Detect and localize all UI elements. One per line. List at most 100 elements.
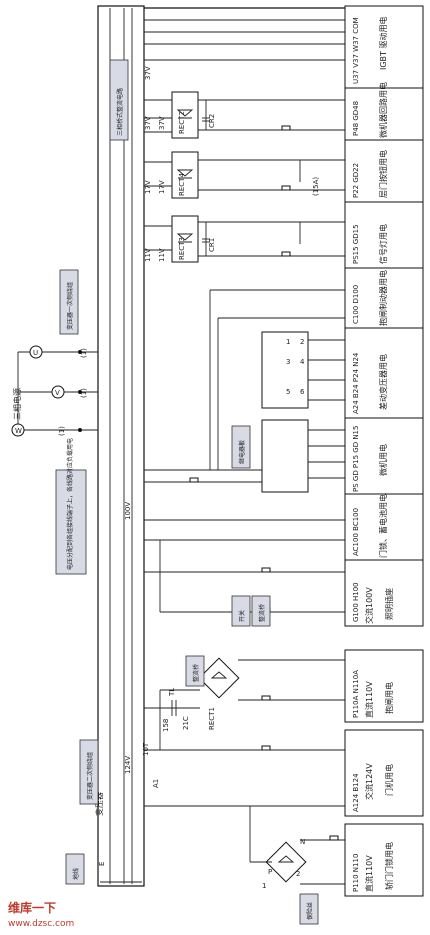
fuse-15a-label: (15A) [312, 177, 320, 196]
group-desc: 门机用电 [384, 764, 394, 796]
group-terminals: A124 B124 [352, 773, 360, 812]
group-terminals: P48 GD48 [352, 101, 360, 136]
callout-primary-text: 变压器一次侧绕组 [66, 282, 74, 330]
c21-label: 21C [182, 716, 190, 730]
group-terminals: AC100 BC100 [352, 508, 360, 556]
phase-v: V (1) [51, 385, 88, 399]
bus-label: 17V [158, 180, 166, 194]
cr2-label: CR2 [208, 114, 216, 128]
phase-w-mark: (1) [58, 426, 66, 436]
bus-label: 37V [144, 116, 152, 130]
rect4-label: RECT4 [178, 173, 186, 196]
bus-label: 37V [158, 116, 166, 130]
callout-bridge-1-text: 整流桥 [192, 664, 200, 682]
transformer-label: 变压器 [94, 792, 104, 816]
group-7: AC100 BC100 门锁、蓄电池用电 [352, 494, 388, 558]
callout-secondary-text: 变压器二次侧绕组 [86, 752, 94, 800]
callout-bridge-2-text: 整流桥 [258, 604, 266, 622]
group-terminals: PS GD P15 GD N15 [352, 426, 360, 492]
p-label: P [268, 868, 272, 876]
group-6: PS GD P15 GD N15 微机用电 [352, 426, 388, 492]
group-0: U37 V37 W37 COM IGBT 驱动用电 [352, 17, 388, 84]
group-terminals: A24 B24 P24 N24 [352, 352, 360, 414]
t10-label: 10T [142, 742, 150, 756]
bridge-bottom [144, 805, 345, 885]
callout-relay-text: 继电器板 [238, 440, 246, 464]
rect1-label: RECT1 [208, 707, 216, 730]
callout-three-phase-text: 三相桥式整流电路 [116, 88, 124, 136]
phase-w-letter: W [15, 427, 22, 435]
group-1: P48 GD48 微机器回路用电 [352, 82, 388, 138]
one-label: 1 [262, 882, 266, 890]
group-3: PS15 GD15 信号灯用电 [352, 224, 388, 264]
c158-label: 158 [162, 719, 170, 732]
phase-u-mark: (1) [80, 348, 88, 358]
relay-board-bottom [144, 419, 345, 493]
bus-label: 11V [144, 248, 152, 262]
group-sub: 直流110V [364, 681, 374, 718]
relay-pin: 6 [300, 388, 305, 396]
rect3-block [144, 215, 345, 263]
group-desc: 信号灯用电 [378, 224, 388, 264]
group-5: A24 B24 P24 N24 差动变压器用电 [352, 352, 388, 414]
group-sub: 交流100V [364, 587, 374, 624]
secondary-bus [144, 7, 345, 61]
bus-label-group: 37V 37V 37V 17V 17V 11V 11V [144, 66, 166, 262]
callout-secondary: 变压器二次侧绕组 [79, 739, 99, 805]
bus-label: 11V [158, 248, 166, 262]
cr1-label: CR1 [208, 238, 216, 252]
rect2-label: RECT2 [178, 111, 186, 134]
rect3-label: RECT3 [178, 237, 186, 260]
group-desc: 门锁、蓄电池用电 [378, 494, 388, 558]
group-desc: 抱闸用电 [384, 682, 394, 714]
group-desc: 层门按钮用电 [378, 150, 388, 198]
group-terminals: G100 H100 [352, 582, 360, 622]
group-desc: 差动变压器用电 [378, 354, 388, 410]
callout-ground: 地线 [65, 853, 85, 885]
callout-ground-text: 地线 [72, 868, 80, 880]
group-terminals: P22 GD22 [352, 163, 360, 198]
group-sub: 交流124V [364, 763, 374, 800]
phase-v-mark: (1) [80, 388, 88, 398]
group-11: P110 N110 直流110V 轿门门锁用电 [352, 842, 394, 892]
bus-label: 37V [144, 66, 152, 80]
callout-fuse-text: 保险丝 [306, 902, 314, 920]
group-desc: 微机用电 [378, 444, 388, 476]
group-terminals: C100 D100 [352, 285, 360, 324]
relay-board-top [209, 289, 345, 470]
tl-label: TL [168, 688, 176, 697]
relay-pin: 4 [300, 358, 305, 366]
group-terminals: P110 N110 [352, 854, 360, 892]
callout-switch-text: 开关 [238, 610, 246, 622]
group-desc: 照明插座 [384, 588, 394, 620]
relay-pin: 2 [300, 338, 304, 346]
two-label: 2 [296, 870, 300, 878]
watermark-brand: 维库一下 [8, 900, 56, 915]
phase-w: W (1) [11, 423, 66, 437]
group-sub: 直流110V [364, 855, 374, 892]
group-terminals: PS15 GD15 [352, 224, 360, 264]
group-terminals: P110A N110A [352, 670, 360, 718]
group-desc: 轿门门锁用电 [384, 842, 394, 890]
ground-terminal: E [98, 862, 106, 866]
rect2-block [144, 91, 345, 139]
relay-pin: 5 [286, 388, 290, 396]
callout-switch: 开关 [231, 595, 251, 627]
callout-power-note: 电压分配到各组接线端子上，各线路对应负载用电 [55, 438, 87, 575]
group-terminals: U37 V37 W37 COM [352, 17, 360, 84]
group-desc: IGBT 驱动用电 [378, 17, 388, 70]
group-10: A124 B124 交流124V 门机用电 [352, 763, 394, 812]
phase-v-letter: V [55, 389, 60, 397]
group-8: G100 H100 交流100V 照明插座 [352, 582, 394, 624]
phase-u: U (1) [29, 345, 88, 359]
group-9: P110A N110A 直流110V 抱闸用电 [352, 670, 394, 718]
callout-primary: 变压器一次侧绕组 [59, 269, 79, 335]
a1-label: A1 [152, 779, 160, 788]
callout-bridge-2: 整流桥 [251, 595, 271, 627]
callout-three-phase: 三相桥式整流电路 [109, 59, 129, 141]
callout-bridge-1: 整流桥 [185, 655, 205, 687]
group-desc: 微机器回路用电 [378, 82, 388, 138]
group-2: P22 GD22 层门按钮用电 [352, 150, 388, 198]
